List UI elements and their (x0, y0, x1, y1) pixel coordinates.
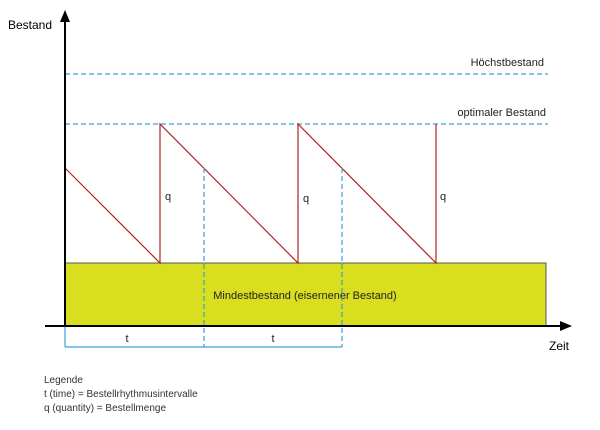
legend-line-q: q (quantity) = Bestellmenge (44, 403, 167, 414)
legend-line-t: t (time) = Bestellrhythmusintervalle (44, 389, 198, 400)
x-axis-label: Zeit (549, 339, 570, 353)
y-axis-arrow (60, 10, 70, 22)
safety-stock-band (64, 262, 547, 327)
q-label-3: q (440, 191, 446, 203)
y-axis-label: Bestand (8, 18, 52, 32)
optimal-stock-label: optimaler Bestand (457, 107, 546, 119)
q-label-1: q (165, 191, 171, 203)
q-label-2: q (303, 193, 309, 205)
legend-title: Legende (44, 375, 83, 386)
max-stock-label: Höchstbestand (471, 57, 544, 69)
t-label-2: t (271, 333, 274, 345)
safety-stock-label: Mindestbestand (eisernener Bestand) (213, 290, 396, 302)
legend: Legende t (time) = Bestellrhythmusinterv… (44, 374, 198, 416)
inventory-sawtooth (64, 122, 437, 265)
x-axis-arrow (560, 321, 572, 331)
t-label-1: t (125, 333, 128, 345)
